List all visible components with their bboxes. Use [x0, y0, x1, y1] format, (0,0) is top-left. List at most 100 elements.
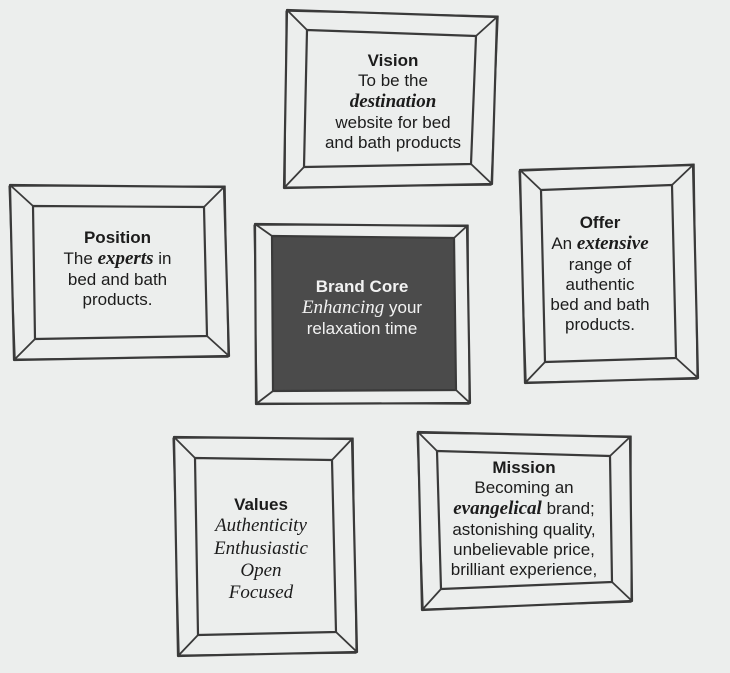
values-text-run: Focused	[228, 582, 294, 604]
offer-line: products.	[550, 315, 649, 335]
mission-frame-bevel	[421, 588, 442, 611]
brand-core-line: relaxation time	[302, 319, 422, 339]
brand-core-title: Brand Core	[315, 276, 409, 296]
offer-line: An extensive	[550, 233, 649, 255]
offer-line: authentic	[550, 275, 649, 295]
values-frame-bevel	[177, 634, 199, 657]
brand-core-frame-bevel	[453, 225, 468, 239]
values-line: Focused	[214, 582, 308, 604]
values-frame-sketch	[172, 437, 357, 656]
vision-line: To be the	[325, 71, 461, 91]
mission-text-run: unbelievable price,	[453, 540, 595, 560]
mission-line: brilliant experience,	[451, 560, 597, 580]
position-frame	[8, 183, 231, 362]
mission-frame-sketch	[416, 432, 632, 610]
vision-frame-sketch	[284, 10, 499, 188]
values-line: Authenticity	[214, 515, 308, 537]
brand-core-frame-bevel	[255, 390, 274, 405]
offer-line: range of	[550, 255, 649, 275]
brand-core-frame-bevel	[254, 223, 273, 237]
mission-frame-bevel	[611, 581, 633, 602]
values-title: Values	[234, 495, 288, 515]
mission-title: Mission	[492, 457, 556, 477]
values-frame	[172, 435, 359, 658]
mission-line: unbelievable price,	[451, 540, 597, 560]
values-frame-bevel	[335, 631, 358, 653]
vision-frame-bevel	[470, 163, 493, 185]
brand-core-text-run: relaxation time	[306, 319, 418, 339]
offer-frame-bevel	[524, 361, 546, 384]
mission-text-run: brilliant experience,	[450, 560, 598, 580]
brand-core-text-run: Enhancing	[301, 296, 385, 318]
offer-frame	[518, 163, 700, 385]
position-text-run: experts	[97, 247, 154, 269]
brand-core-line: Enhancing your	[302, 297, 422, 319]
values-text-run: Authenticity	[215, 515, 307, 537]
values-line: Enthusiastic	[214, 538, 308, 560]
offer-text-run: range of	[568, 255, 632, 275]
offer-frame-bevel	[519, 169, 542, 191]
offer-title: Offer	[579, 212, 621, 232]
vision-frame-bevel	[283, 166, 305, 189]
brand-core-text-run: your	[384, 297, 423, 317]
vision-line: and bath products	[325, 133, 461, 153]
position-text-run: bed and bath	[67, 270, 168, 290]
mission-text-run: astonishing quality,	[452, 520, 596, 540]
values-frame-bevel	[173, 436, 196, 459]
vision-text-run: and bath products	[324, 133, 462, 153]
values-line: Open	[214, 560, 308, 582]
position-line: products.	[64, 290, 172, 310]
offer-text-run: An	[551, 233, 577, 253]
mission-text-run: evangelical	[453, 497, 542, 519]
position-text-run: in	[153, 248, 172, 268]
offer-text-run: products.	[565, 315, 635, 335]
mission-line: astonishing quality,	[451, 520, 597, 540]
vision-line: destination	[325, 91, 461, 113]
brand-core-frame	[253, 222, 472, 406]
brand-core-frame-bevel	[455, 389, 471, 404]
mission-line: evangelical brand;	[451, 498, 597, 520]
mission-frame	[416, 430, 634, 612]
mission-text-run: Becoming an	[474, 477, 574, 497]
offer-text-run: bed and bath	[550, 295, 650, 315]
vision-title: Vision	[367, 50, 419, 70]
mission-frame-bevel	[417, 431, 438, 452]
offer-frame-bevel	[675, 357, 699, 379]
vision-frame	[282, 8, 499, 190]
position-line: The experts in	[64, 248, 172, 270]
mission-frame-bevel	[609, 436, 631, 457]
position-text-run: products.	[82, 290, 153, 310]
vision-text-run: To be the	[358, 70, 428, 90]
mission-text-run: brand;	[541, 498, 595, 518]
brand-core-frame-sketch	[253, 224, 470, 405]
vision-text-run: website for bed	[335, 113, 451, 133]
vision-frame-bevel	[286, 9, 308, 31]
offer-text-run: authentic	[565, 275, 635, 295]
position-frame-sketch	[8, 185, 229, 360]
position-line: bed and bath	[64, 270, 172, 290]
vision-text-run: destination	[349, 90, 437, 112]
values-text-run: Open	[240, 560, 282, 582]
position-frame-bevel	[13, 338, 36, 361]
offer-text-run: extensive	[576, 232, 649, 254]
offer-line: bed and bath	[550, 295, 649, 315]
values-text-run: Enthusiastic	[214, 537, 308, 559]
mission-line: Becoming an	[451, 478, 597, 498]
values-frame-bevel	[331, 438, 353, 461]
offer-frame-bevel	[671, 164, 694, 186]
offer-frame-sketch	[518, 163, 698, 383]
position-frame-bevel	[9, 184, 34, 207]
vision-frame-bevel	[475, 16, 498, 37]
